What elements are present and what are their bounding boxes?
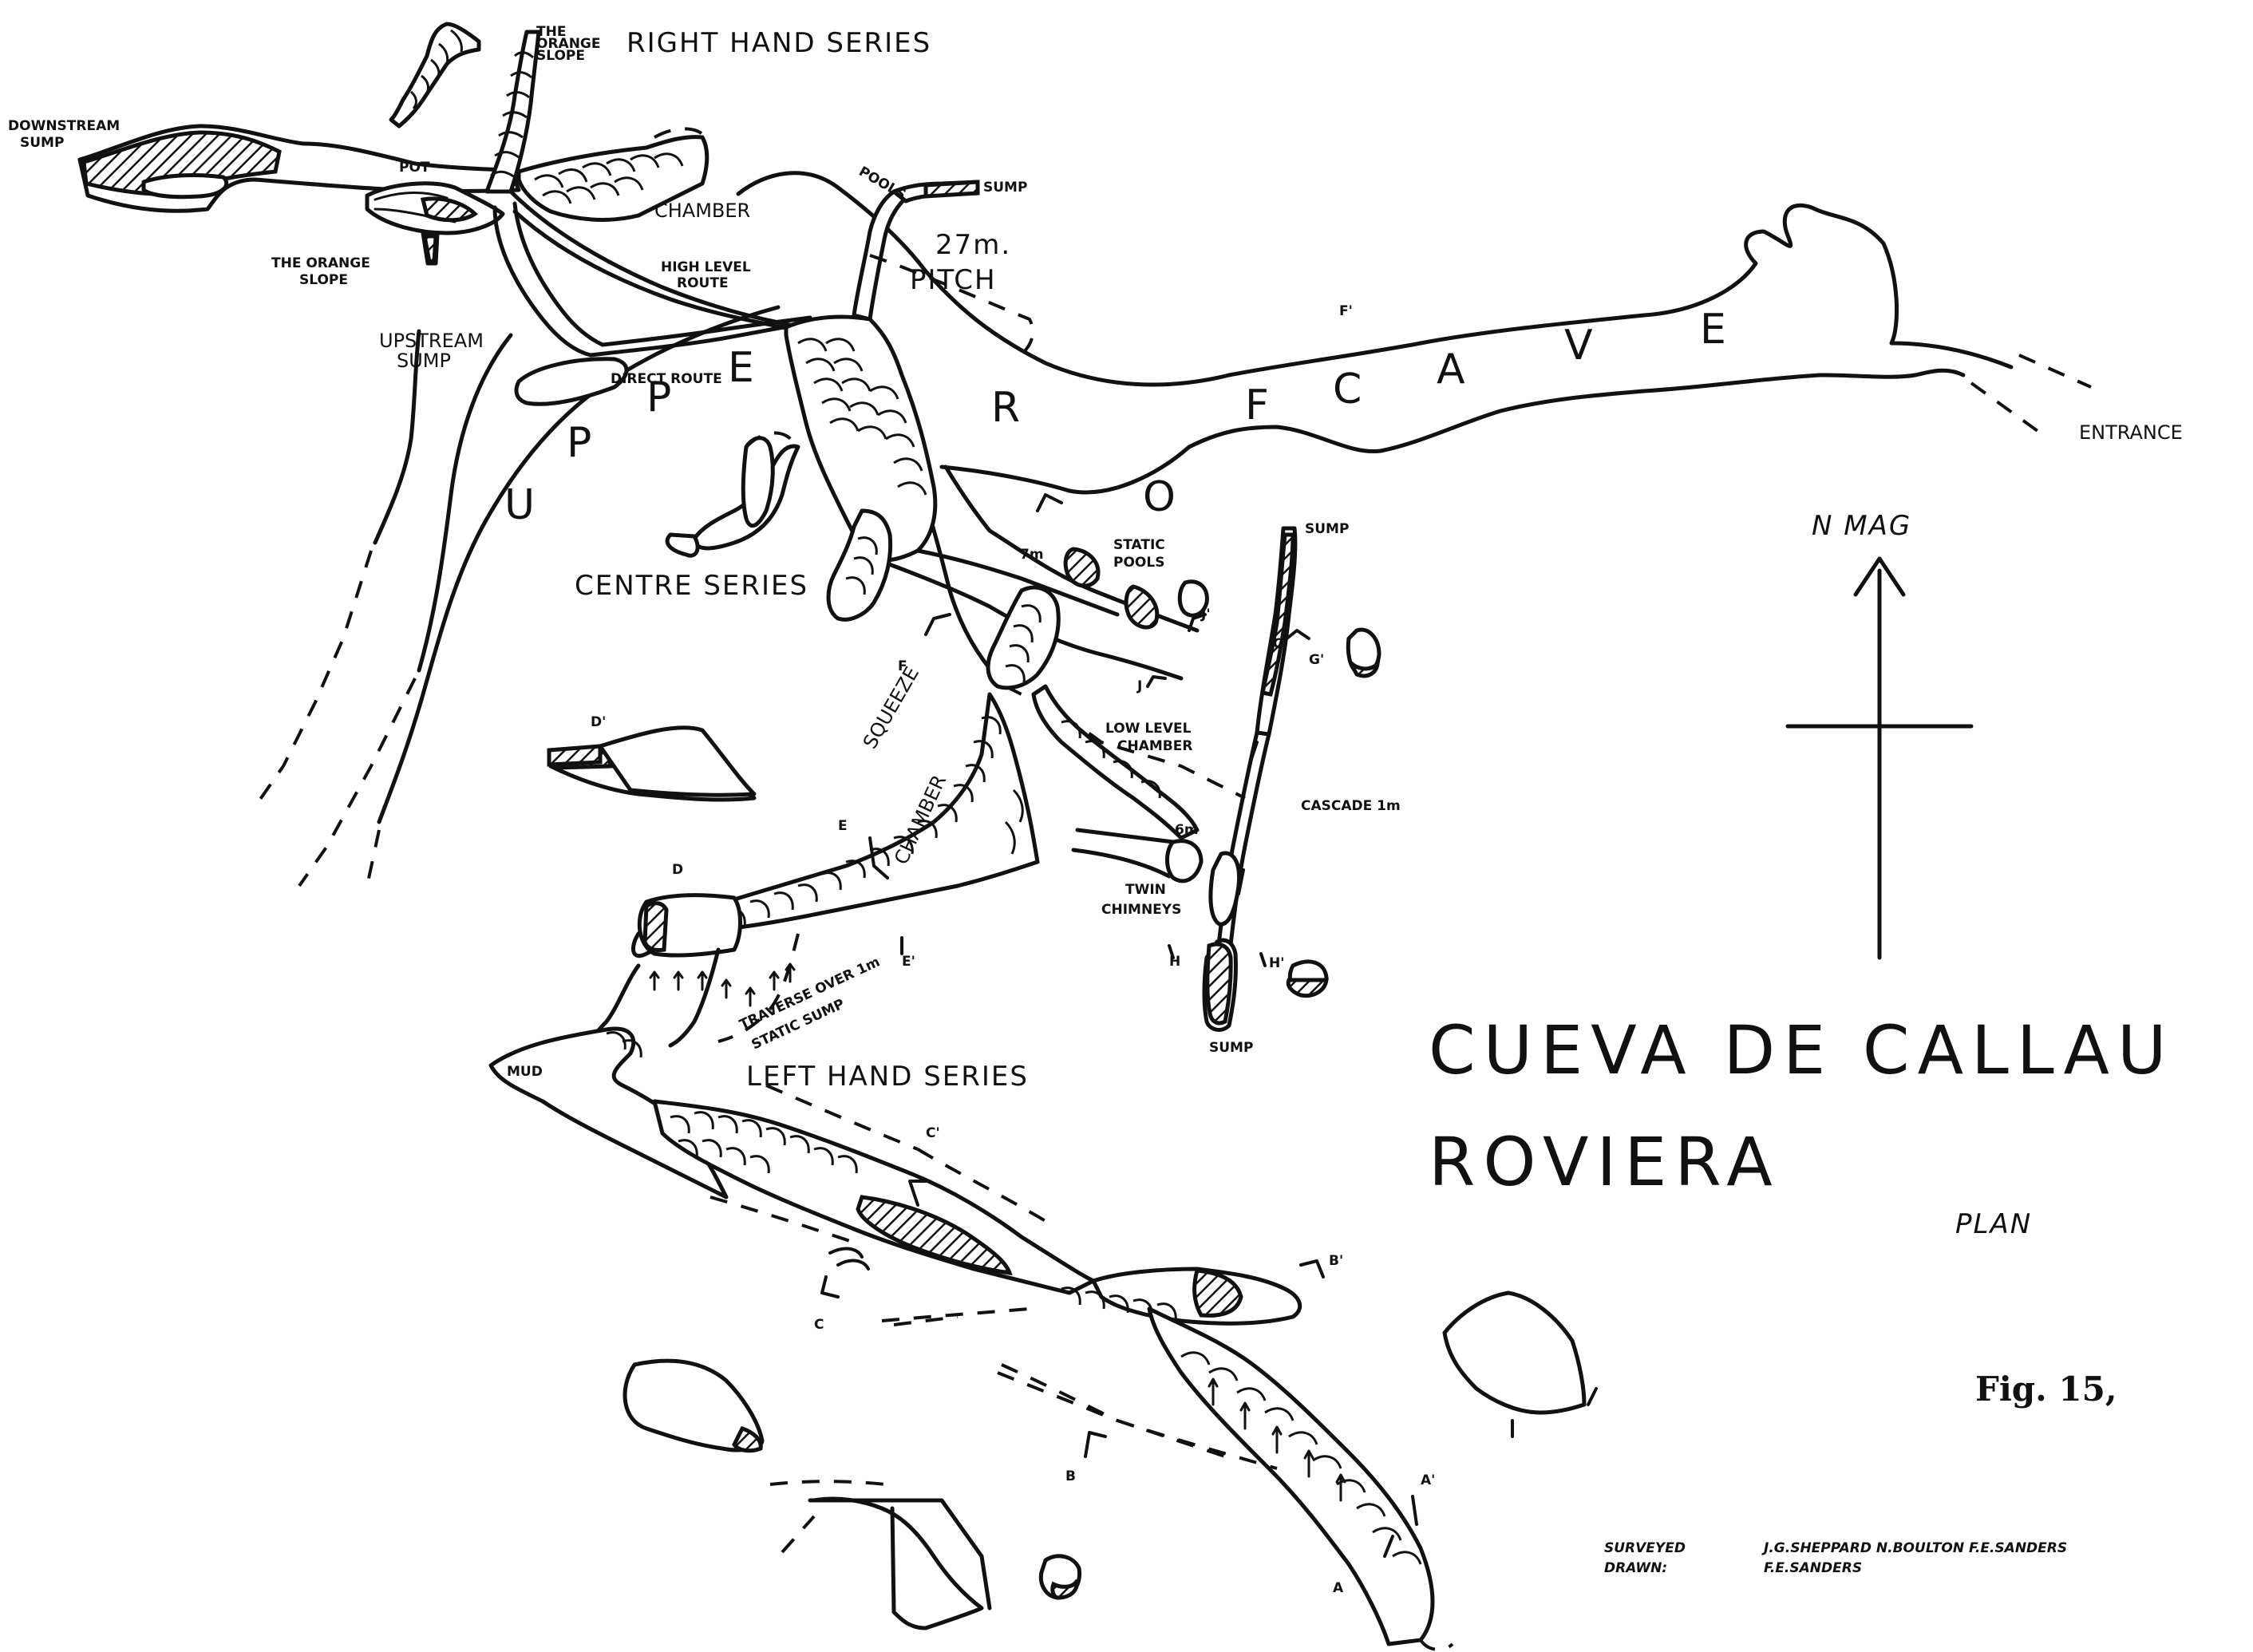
- cascade-label: CASCADE 1m: [1301, 798, 1401, 814]
- high-level-route-label-1: HIGH LEVEL: [661, 259, 751, 275]
- static-pools-label-2: POOLS: [1113, 555, 1164, 571]
- section-e: E: [838, 818, 848, 834]
- section-g-prime: G': [1309, 652, 1324, 668]
- right-hand-series-label: RIGHT HAND SERIES: [626, 27, 931, 59]
- title-line-1: CUEVA DE CALLAU: [1429, 1011, 2175, 1089]
- mud-label: MUD: [507, 1064, 543, 1080]
- labels: RIGHT HAND SERIES CENTRE SERIES LEFT HAN…: [8, 24, 2183, 1596]
- section-j-prime: J': [1200, 607, 1211, 622]
- drawn-by: F.E.SANDERS: [1764, 1560, 1862, 1576]
- pitch-label-2: PITCH: [910, 264, 997, 296]
- section-ticks: [820, 493, 1418, 1558]
- lower-dashed-walls: [769, 1315, 1238, 1554]
- high-level-route-label-2: ROUTE: [677, 275, 729, 291]
- section-b-prime: B': [1329, 1253, 1343, 1269]
- upper-letter-r: R: [991, 384, 1020, 432]
- upper-letter-p2: P: [646, 373, 671, 421]
- section-c-prime: C': [926, 1125, 940, 1141]
- centre-series-label: CENTRE SERIES: [575, 570, 808, 602]
- six-m-label: 6m: [1175, 822, 1199, 838]
- orange-slope-upper-1: THE: [536, 24, 566, 40]
- cave-letter-c: C: [1333, 366, 1362, 413]
- right-hand-series-passages: [77, 22, 1034, 406]
- upper-letter-p1: P: [567, 419, 591, 467]
- title-block: CUEVA DE CALLAU ROVIERA PLAN Fig. 15, N …: [1429, 510, 2175, 1576]
- static-pools-label-1: STATIC: [1113, 537, 1165, 553]
- upper-letter-e: E: [728, 344, 754, 392]
- pools-sump-label: SUMP: [983, 180, 1027, 196]
- section-h-prime: H': [1269, 955, 1284, 971]
- orange-slope-upper-3: SLOPE: [536, 48, 585, 64]
- upstream-sump-label-2: SUMP: [397, 350, 451, 372]
- figure-number: Fig. 15,: [1975, 1369, 2117, 1409]
- upstream-sump-label-1: UPSTREAM: [379, 330, 484, 352]
- low-level-chamber-label-1: LOW LEVEL: [1105, 721, 1192, 737]
- section-a-prime: A': [1421, 1472, 1435, 1488]
- twin-chimneys-label-2: CHIMNEYS: [1101, 902, 1181, 918]
- section-b: B: [1065, 1468, 1076, 1484]
- direct-route-label: DIRECT ROUTE: [611, 371, 722, 387]
- north-label: N MAG: [1812, 510, 1911, 542]
- section-j: J: [1136, 678, 1142, 694]
- east-sump-cascade: [1071, 526, 1381, 1032]
- of-letter-o: O: [1143, 473, 1176, 521]
- downstream-sump-label-1: DOWNSTREAM: [8, 118, 120, 134]
- section-h: H: [1169, 954, 1180, 970]
- cave-letter-a: A: [1437, 346, 1465, 393]
- upper-letter-u: U: [504, 481, 535, 529]
- section-e-prime: E': [902, 954, 915, 970]
- section-g: G: [1273, 636, 1284, 652]
- section-a: A: [1333, 1580, 1344, 1596]
- north-arrow: [1785, 556, 1974, 960]
- downstream-sump-label-2: SUMP: [20, 135, 64, 151]
- pools-label: POOLS: [856, 164, 909, 204]
- cave-letter-e: E: [1700, 306, 1726, 354]
- section-f: F: [898, 658, 907, 674]
- left-hand-series-label: LEFT HAND SERIES: [746, 1061, 1029, 1093]
- seven-m-label: 7m: [1020, 547, 1044, 563]
- sump-south-label: SUMP: [1209, 1040, 1253, 1056]
- cave-letter-v: V: [1564, 322, 1593, 370]
- of-letter-f: F: [1245, 381, 1269, 429]
- upper-cave-walls: [254, 171, 2092, 887]
- twin-chimneys-label-1: TWIN: [1125, 882, 1166, 898]
- section-d-prime: D': [591, 714, 606, 730]
- section-f-prime: F': [1339, 303, 1353, 319]
- left-hand-series-passages: [488, 692, 1454, 1651]
- pitch-label-1: 27m.: [935, 229, 1011, 261]
- squeeze-label: SQUEEZE: [859, 663, 923, 753]
- drawn-label: DRAWN:: [1604, 1560, 1667, 1576]
- cross-sections: [547, 725, 1598, 1630]
- pitch-and-centre-passages: [665, 314, 1200, 840]
- section-c: C: [814, 1317, 824, 1333]
- orange-slope-label-2: SLOPE: [299, 272, 348, 288]
- surveyors: J.G.SHEPPARD N.BOULTON F.E.SANDERS: [1761, 1540, 2067, 1556]
- low-level-chamber-label-2: CHAMBER: [1117, 738, 1192, 754]
- title-line-2: ROVIERA: [1429, 1123, 1781, 1201]
- orange-slope-label-1: THE ORANGE: [271, 255, 370, 271]
- entrance-label: ENTRANCE: [2079, 421, 2183, 444]
- section-d: D: [672, 862, 683, 878]
- chamber-label: CHAMBER: [654, 200, 750, 222]
- surveyed-label: SURVEYED: [1604, 1540, 1686, 1556]
- orange-slope-upper-2: ORANGE: [536, 36, 601, 52]
- plan-subtitle: PLAN: [1955, 1208, 2032, 1240]
- sump-east-label: SUMP: [1305, 521, 1349, 537]
- pot-label: POT: [399, 160, 430, 176]
